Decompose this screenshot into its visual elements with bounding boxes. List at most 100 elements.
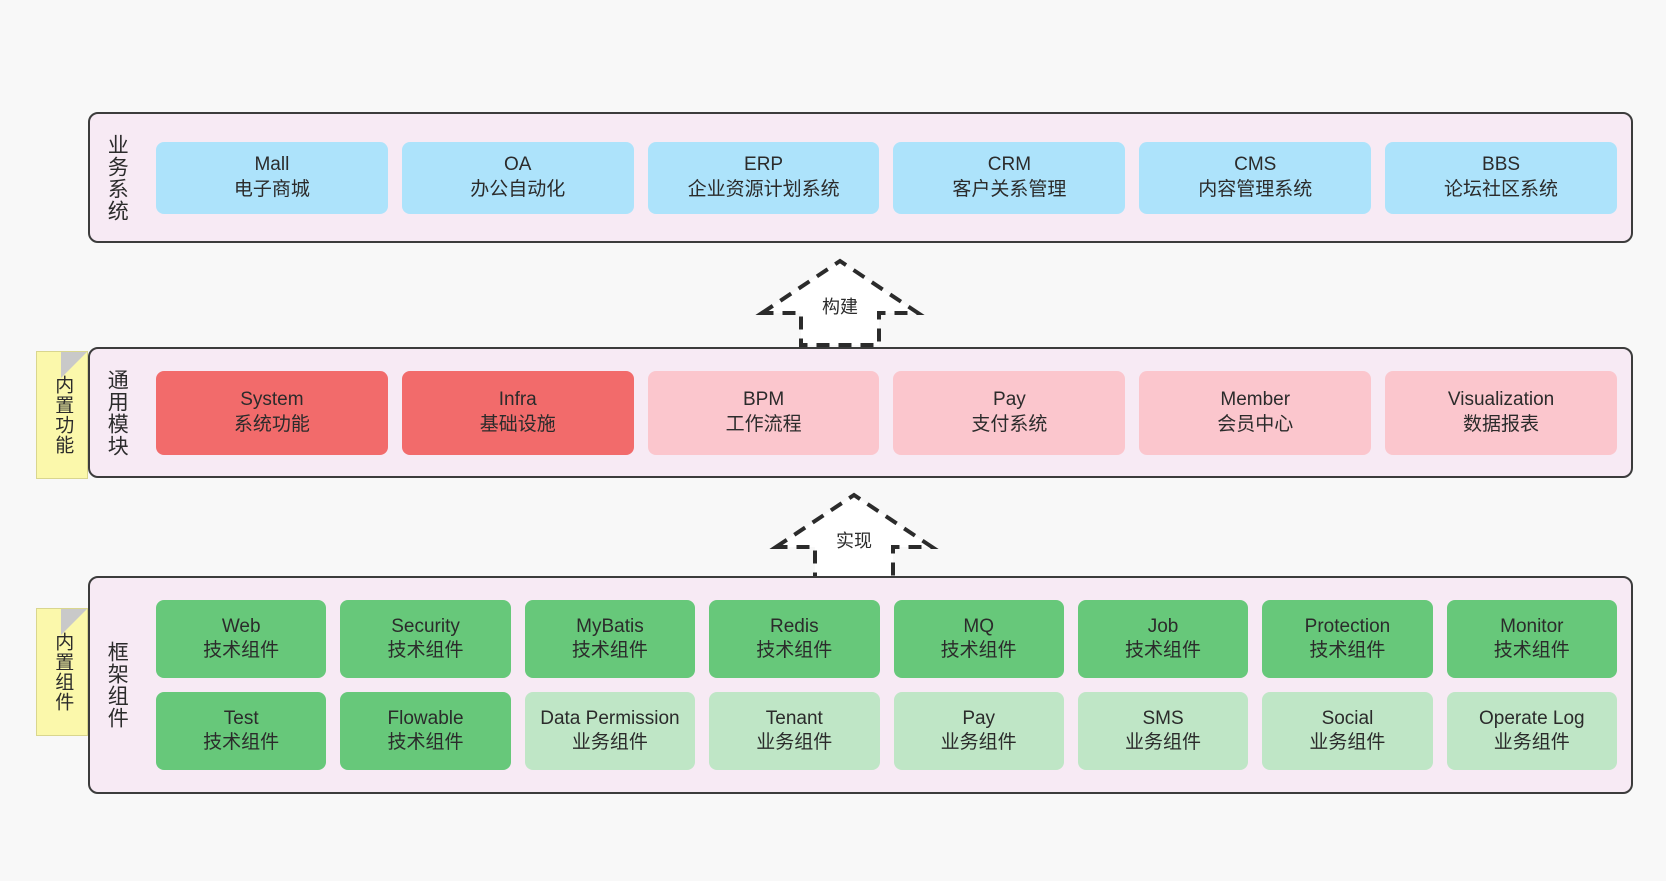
cell-subtitle: 业务组件 bbox=[1125, 732, 1202, 753]
cell-subtitle: 系统功能 bbox=[233, 413, 310, 435]
cell-subtitle: 技术组件 bbox=[387, 640, 464, 661]
cell-title: MyBatis bbox=[576, 615, 644, 637]
cell-redis[interactable]: Redis 技术组件 bbox=[709, 600, 880, 678]
cell-title: Visualization bbox=[1447, 389, 1555, 411]
cell-tenant[interactable]: Tenant 业务组件 bbox=[709, 692, 880, 770]
cell-subtitle: 技术组件 bbox=[940, 640, 1017, 661]
cell-title: CMS bbox=[1234, 154, 1277, 176]
cell-title: Web bbox=[221, 615, 261, 637]
cell-title: MQ bbox=[963, 615, 994, 637]
cell-title: ERP bbox=[744, 154, 784, 176]
cell-subtitle: 业务组件 bbox=[571, 732, 648, 753]
cell-flowable[interactable]: Flowable 技术组件 bbox=[340, 692, 511, 770]
cell-subtitle: 技术组件 bbox=[387, 732, 464, 753]
cell-pay-module[interactable]: Pay 支付系统 bbox=[893, 370, 1126, 455]
cell-protection[interactable]: Protection 技术组件 bbox=[1262, 600, 1433, 678]
cell-member[interactable]: Member 会员中心 bbox=[1139, 370, 1372, 455]
cell-subtitle: 技术组件 bbox=[571, 640, 648, 661]
cell-title: System bbox=[240, 389, 304, 411]
cell-erp[interactable]: ERP 企业资源计划系统 bbox=[647, 141, 880, 214]
sticky-note-built-in-components: 内置组件 bbox=[36, 608, 88, 736]
arrow-implement-icon bbox=[769, 492, 939, 581]
layer-label-common-modules: 通用模块 bbox=[105, 368, 129, 457]
cell-subtitle: 技术组件 bbox=[1125, 640, 1202, 661]
cell-title: Tenant bbox=[765, 707, 823, 729]
cell-subtitle: 会员中心 bbox=[1217, 413, 1294, 435]
cell-subtitle: 数据报表 bbox=[1463, 413, 1540, 435]
cell-system[interactable]: System 系统功能 bbox=[156, 370, 388, 455]
cell-oa[interactable]: OA 办公自动化 bbox=[401, 141, 634, 214]
layer-row: Mall 电子商城 OA 办公自动化 ERP 企业资源计划系统 CRM 客户关系… bbox=[156, 141, 1617, 214]
cell-subtitle: 业务组件 bbox=[940, 732, 1017, 753]
cell-subtitle: 技术组件 bbox=[203, 640, 280, 661]
cell-title: Test bbox=[223, 707, 259, 729]
layer-business-systems: 业务系统 Mall 电子商城 OA 办公自动化 ERP 企业资源计划系统 CRM… bbox=[88, 112, 1633, 243]
cell-title: Data Permission bbox=[540, 707, 680, 729]
layer-body-common-modules: System 系统功能 Infra 基础设施 BPM 工作流程 Pay 支付系统… bbox=[142, 349, 1631, 476]
cell-subtitle: 业务组件 bbox=[756, 732, 833, 753]
layer-common-modules: 通用模块 System 系统功能 Infra 基础设施 BPM 工作流程 Pay… bbox=[88, 347, 1633, 478]
cell-bbs[interactable]: BBS 论坛社区系统 bbox=[1385, 141, 1617, 214]
cell-mall[interactable]: Mall 电子商城 bbox=[156, 141, 388, 214]
arrow-build: 构建 bbox=[752, 253, 928, 347]
cell-security[interactable]: Security 技术组件 bbox=[340, 600, 511, 678]
cell-title: Member bbox=[1220, 389, 1291, 411]
cell-title: Monitor bbox=[1500, 615, 1564, 637]
layer-row: System 系统功能 Infra 基础设施 BPM 工作流程 Pay 支付系统… bbox=[156, 370, 1617, 455]
cell-subtitle: 客户关系管理 bbox=[952, 178, 1067, 200]
cell-monitor[interactable]: Monitor 技术组件 bbox=[1446, 600, 1617, 678]
cell-infra[interactable]: Infra 基础设施 bbox=[401, 370, 634, 455]
cell-bpm[interactable]: BPM 工作流程 bbox=[647, 370, 880, 455]
cell-cms[interactable]: CMS 内容管理系统 bbox=[1139, 141, 1372, 214]
cell-subtitle: 技术组件 bbox=[1309, 640, 1386, 661]
cell-title: Job bbox=[1147, 615, 1179, 637]
cell-title: BPM bbox=[742, 389, 785, 411]
cell-test[interactable]: Test 技术组件 bbox=[156, 692, 327, 770]
cell-job[interactable]: Job 技术组件 bbox=[1077, 600, 1249, 678]
cell-subtitle: 论坛社区系统 bbox=[1444, 178, 1559, 200]
cell-subtitle: 业务组件 bbox=[1309, 732, 1386, 753]
cell-subtitle: 基础设施 bbox=[479, 413, 556, 435]
sticky-note-label: 内置功能 bbox=[52, 375, 74, 455]
cell-mybatis[interactable]: MyBatis 技术组件 bbox=[524, 600, 696, 678]
layer-body-business-systems: Mall 电子商城 OA 办公自动化 ERP 企业资源计划系统 CRM 客户关系… bbox=[142, 114, 1631, 241]
layer-body-framework-components: Web 技术组件 Security 技术组件 MyBatis 技术组件 Redi… bbox=[142, 578, 1631, 792]
cell-subtitle: 办公自动化 bbox=[470, 178, 566, 200]
cell-title: Security bbox=[391, 615, 460, 637]
cell-title: SMS bbox=[1142, 707, 1184, 729]
cell-data-permission[interactable]: Data Permission 业务组件 bbox=[524, 692, 696, 770]
sticky-note-label: 内置组件 bbox=[52, 632, 74, 712]
cell-mq[interactable]: MQ 技术组件 bbox=[893, 600, 1064, 678]
cell-visualization[interactable]: Visualization 数据报表 bbox=[1385, 370, 1617, 455]
cell-title: Pay bbox=[993, 389, 1026, 411]
cell-subtitle: 工作流程 bbox=[725, 413, 802, 435]
layer-label-business-systems: 业务系统 bbox=[105, 133, 129, 222]
cell-title: CRM bbox=[987, 154, 1032, 176]
sticky-note-built-in-functions: 内置功能 bbox=[36, 351, 88, 479]
cell-sms[interactable]: SMS 业务组件 bbox=[1077, 692, 1249, 770]
cell-web[interactable]: Web 技术组件 bbox=[156, 600, 327, 678]
cell-crm[interactable]: CRM 客户关系管理 bbox=[893, 141, 1126, 214]
layer-row: Test 技术组件 Flowable 技术组件 Data Permission … bbox=[156, 692, 1617, 770]
cell-title: BBS bbox=[1482, 154, 1521, 176]
cell-subtitle: 企业资源计划系统 bbox=[687, 178, 840, 200]
arrow-build-icon bbox=[755, 258, 925, 347]
cell-subtitle: 内容管理系统 bbox=[1198, 178, 1313, 200]
cell-title: Pay bbox=[962, 707, 996, 729]
cell-title: Operate Log bbox=[1478, 707, 1585, 729]
cell-title: Social bbox=[1321, 707, 1374, 729]
layer-row: Web 技术组件 Security 技术组件 MyBatis 技术组件 Redi… bbox=[156, 600, 1617, 678]
cell-title: OA bbox=[504, 154, 532, 176]
cell-title: Protection bbox=[1304, 615, 1391, 637]
cell-social[interactable]: Social 业务组件 bbox=[1262, 692, 1433, 770]
cell-subtitle: 技术组件 bbox=[203, 732, 280, 753]
cell-subtitle: 业务组件 bbox=[1493, 732, 1570, 753]
cell-subtitle: 技术组件 bbox=[1493, 640, 1570, 661]
cell-title: Redis bbox=[770, 615, 819, 637]
arrow-implement: 实现 bbox=[766, 487, 942, 581]
cell-operate-log[interactable]: Operate Log 业务组件 bbox=[1446, 692, 1617, 770]
layer-framework-components: 框架组件 Web 技术组件 Security 技术组件 MyBatis 技术组件… bbox=[88, 576, 1633, 794]
cell-subtitle: 技术组件 bbox=[756, 640, 833, 661]
cell-pay-component[interactable]: Pay 业务组件 bbox=[893, 692, 1064, 770]
